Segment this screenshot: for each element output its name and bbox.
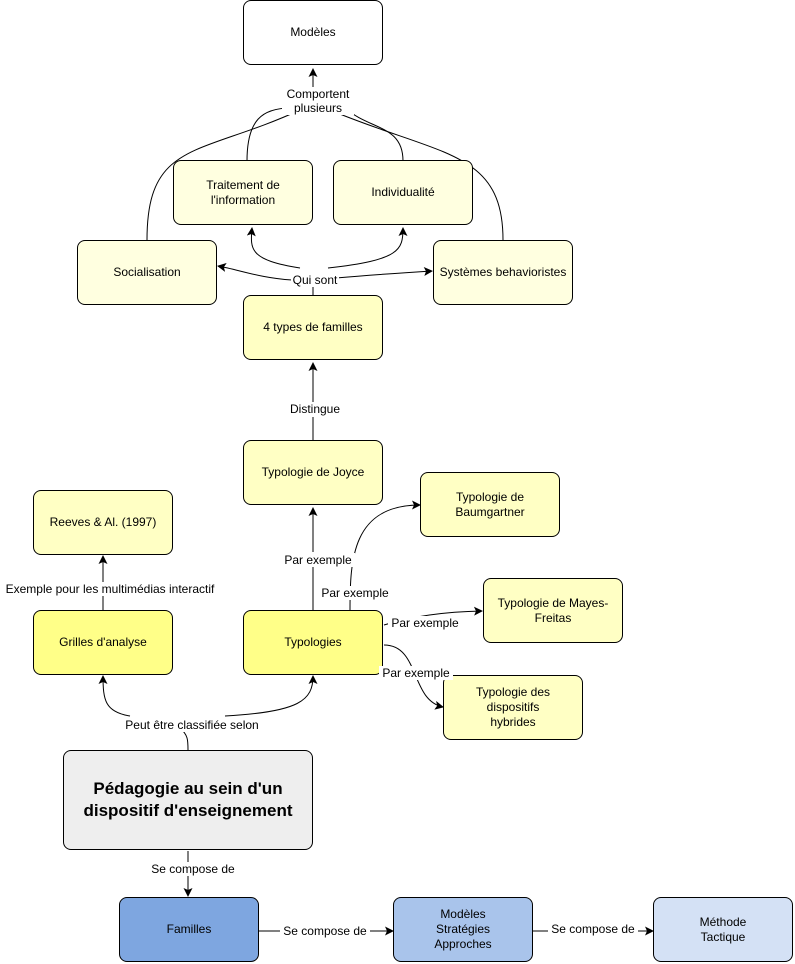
label-par-exemple-mayes: Par exemple xyxy=(388,616,462,630)
edge-traitement-to-comportent xyxy=(246,107,292,162)
node-reeves[interactable]: Reeves & Al. (1997) xyxy=(33,490,173,555)
edge-individualite-to-comportent xyxy=(344,107,404,162)
label-exemple-multimedias: Exemple pour les multimédias interactif xyxy=(0,582,220,596)
node-typologie-mayes-freitas[interactable]: Typologie de Mayes- Freitas xyxy=(483,578,623,643)
label-classifiee-selon: Peut être classifiée selon xyxy=(120,718,264,732)
label-se-compose-msa: Se compose de xyxy=(548,922,638,936)
node-typologie-baumgartner[interactable]: Typologie de Baumgartner xyxy=(420,472,560,537)
edge-quisont-to-socialisation xyxy=(217,263,293,281)
label-se-compose-pedagogie: Se compose de xyxy=(147,862,239,876)
node-grilles-analyse[interactable]: Grilles d'analyse xyxy=(33,610,173,675)
edge-classifiee-to-grilles xyxy=(98,675,131,717)
label-comportent-plusieurs: Comportent plusieurs xyxy=(282,87,354,115)
edge-systemes-to-comportent xyxy=(329,109,504,241)
label-qui-sont: Qui sont xyxy=(291,273,339,287)
node-modeles-strategies-approches[interactable]: Modèles Stratégies Approches xyxy=(393,897,533,962)
node-traitement-information[interactable]: Traitement de l'information xyxy=(173,160,313,225)
node-socialisation[interactable]: Socialisation xyxy=(77,240,217,305)
edge-classifiee-to-typologies xyxy=(224,675,318,717)
node-typologie-joyce[interactable]: Typologie de Joyce xyxy=(243,440,383,505)
node-methode-tactique[interactable]: Méthode Tactique xyxy=(653,897,793,962)
label-se-compose-familles: Se compose de xyxy=(280,924,370,938)
edge-quisont-to-systemes xyxy=(335,267,433,279)
label-distingue: Distingue xyxy=(286,402,344,416)
node-typologie-dispositifs-hybrides[interactable]: Typologie des dispositifs hybrides xyxy=(443,675,583,740)
node-familles[interactable]: Familles xyxy=(119,897,259,962)
node-systemes-behavioristes[interactable]: Systèmes behavioristes xyxy=(433,240,573,305)
node-quatre-types-familles[interactable]: 4 types de familles xyxy=(243,295,383,360)
edge-socialisation-to-comportent xyxy=(146,109,301,241)
label-par-exemple-joyce: Par exemple xyxy=(281,553,355,567)
node-typologies[interactable]: Typologies xyxy=(243,610,383,675)
node-individualite[interactable]: Individualité xyxy=(333,160,473,225)
label-par-exemple-hybrides: Par exemple xyxy=(379,666,453,680)
node-pedagogie-dispositif[interactable]: Pédagogie au sein d'un dispositif d'ense… xyxy=(63,750,313,850)
label-par-exemple-baumgartner: Par exemple xyxy=(318,586,392,600)
edge-quisont-to-individualite xyxy=(327,227,408,269)
node-modeles[interactable]: Modèles xyxy=(243,0,383,65)
edge-quisont-to-traitement xyxy=(246,227,301,269)
